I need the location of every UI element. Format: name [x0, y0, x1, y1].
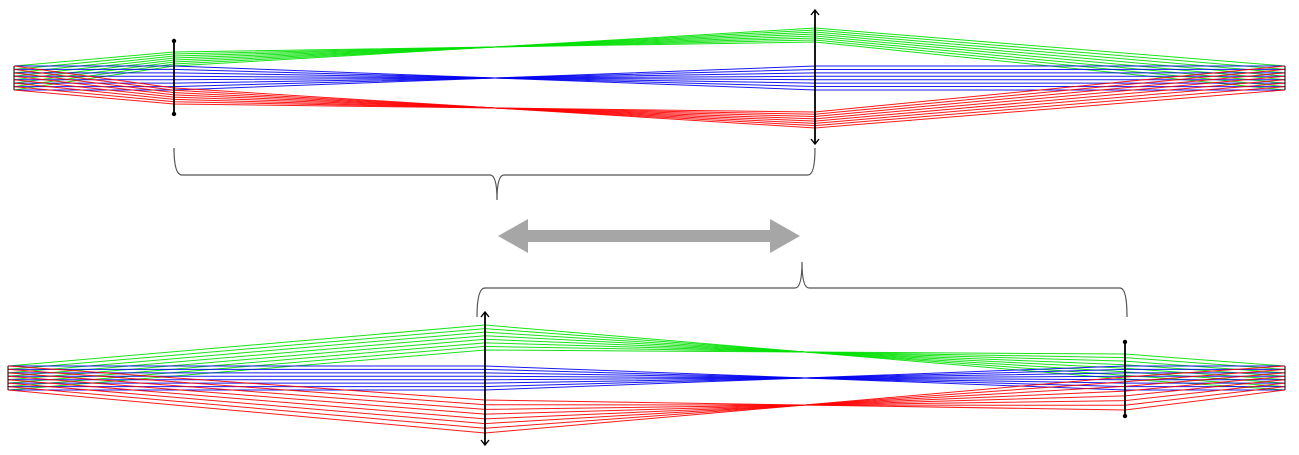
- lens-end-dot: [171, 38, 177, 44]
- lens-arrow-down-icon: [810, 138, 820, 146]
- lens-end-dot: [1122, 413, 1128, 419]
- blue-ray: [14, 65, 1286, 91]
- top-optical-system: [13, 8, 1286, 146]
- lens-1: [171, 38, 177, 117]
- lens-arrow-down-icon: [480, 439, 490, 447]
- red-ray-bundle: [13, 65, 1286, 129]
- green-ray: [7, 349, 1286, 391]
- red-ray: [7, 368, 1286, 429]
- lens-end-dot: [171, 111, 177, 117]
- blue-ray: [14, 72, 1286, 84]
- blue-ray-bundle: [14, 65, 1286, 91]
- lens-2: [1122, 339, 1128, 419]
- blue-ray: [14, 72, 1286, 84]
- top-brace: [173, 147, 816, 201]
- blue-ray: [8, 365, 1285, 391]
- double-headed-shift-arrow: [498, 219, 800, 253]
- red-ray-bundle: [7, 365, 1286, 434]
- red-ray: [7, 365, 1286, 434]
- bottom-optical-system: [7, 310, 1286, 447]
- lens-arrow-up-icon: [810, 8, 820, 16]
- green-ray: [13, 27, 1286, 91]
- lens-1: [480, 310, 490, 447]
- green-ray: [7, 328, 1286, 388]
- lens-arrow-up-icon: [480, 310, 490, 318]
- lens-end-dot: [1122, 339, 1128, 345]
- green-ray-bundle: [7, 324, 1286, 391]
- red-ray: [13, 65, 1286, 113]
- bottom-brace: [476, 261, 1128, 318]
- lens-2: [810, 8, 820, 146]
